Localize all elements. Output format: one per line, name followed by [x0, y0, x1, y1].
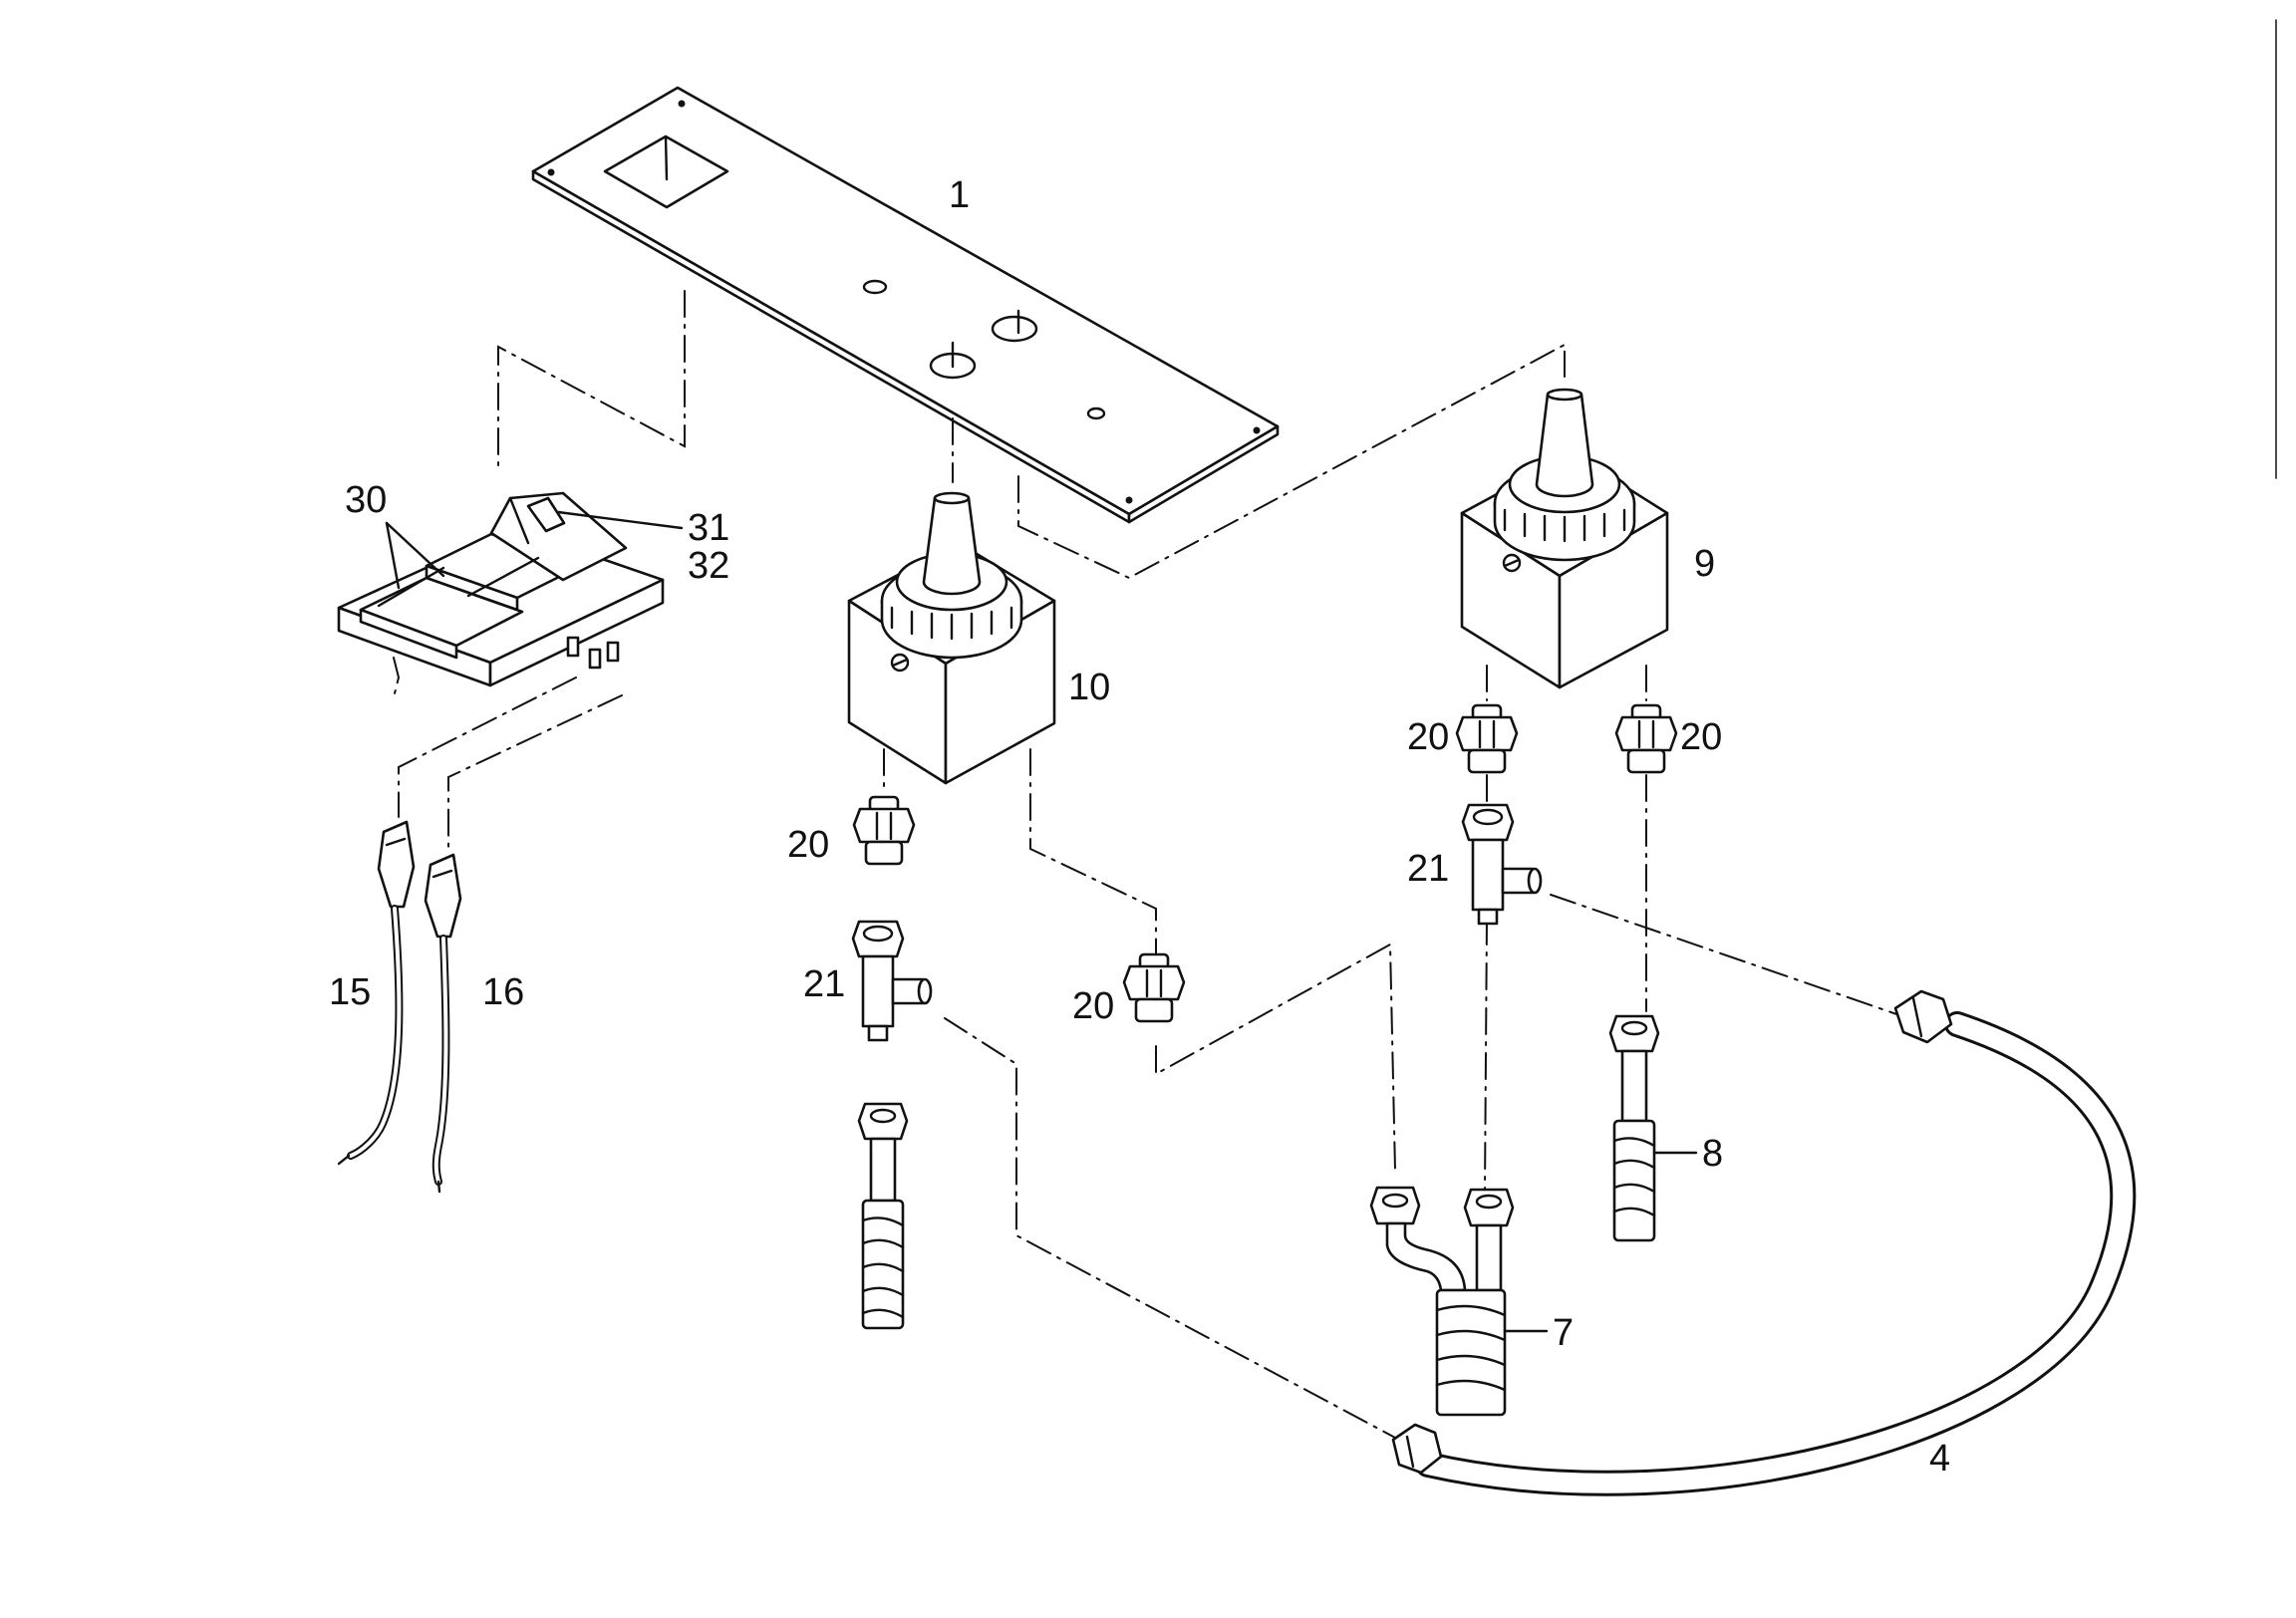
label-part-1: 1: [949, 174, 970, 216]
mounting-plate-part-1: [531, 86, 1280, 524]
label-part-31: 31: [688, 507, 729, 549]
label-part-20-right-b: 20: [1680, 716, 1722, 758]
label-part-21-right: 21: [1407, 848, 1449, 890]
label-part-15: 15: [329, 971, 371, 1013]
label-part-8: 8: [1702, 1133, 1723, 1175]
tee-fitting-part-21-left: [851, 920, 933, 1042]
solenoid-valve-part-10: [847, 491, 1056, 785]
pipe-part-8: [1608, 1014, 1698, 1242]
label-part-20-right-a: 20: [1407, 716, 1449, 758]
label-part-20-left: 20: [787, 824, 829, 866]
y-pipe-part-7: [1369, 1186, 1549, 1417]
label-part-7: 7: [1553, 1312, 1574, 1354]
label-part-21-left: 21: [803, 963, 845, 1005]
fitting-part-20-right-b: [1614, 703, 1678, 774]
label-part-30: 30: [345, 479, 387, 521]
label-part-9: 9: [1694, 543, 1715, 585]
callout-labels: 1 4 7 8 9 10 15 16 20 20 20 20 21 21 30 …: [329, 174, 1950, 1480]
label-part-32: 32: [688, 545, 729, 587]
assembly-dash-lines: [393, 290, 1909, 1440]
label-part-4: 4: [1929, 1438, 1950, 1480]
fitting-part-20-left: [852, 795, 916, 866]
label-part-10: 10: [1068, 667, 1110, 708]
fitting-part-20-right-a: [1455, 703, 1519, 774]
rocker-switch-parts-30-31-32: [337, 491, 665, 687]
label-part-20-middle: 20: [1072, 985, 1114, 1027]
cable-connector-part-15: [337, 820, 416, 1166]
label-part-16: 16: [482, 971, 524, 1013]
cable-connector-part-16: [424, 853, 462, 1194]
fitting-part-20-middle: [1122, 952, 1186, 1023]
switch-leader-lines: [385, 510, 684, 590]
hose-part-4: [1391, 989, 2137, 1496]
solenoid-valve-part-9: [1460, 388, 1669, 689]
pipe-with-nut-left: [857, 1102, 909, 1330]
tee-fitting-part-21-right: [1461, 803, 1543, 926]
